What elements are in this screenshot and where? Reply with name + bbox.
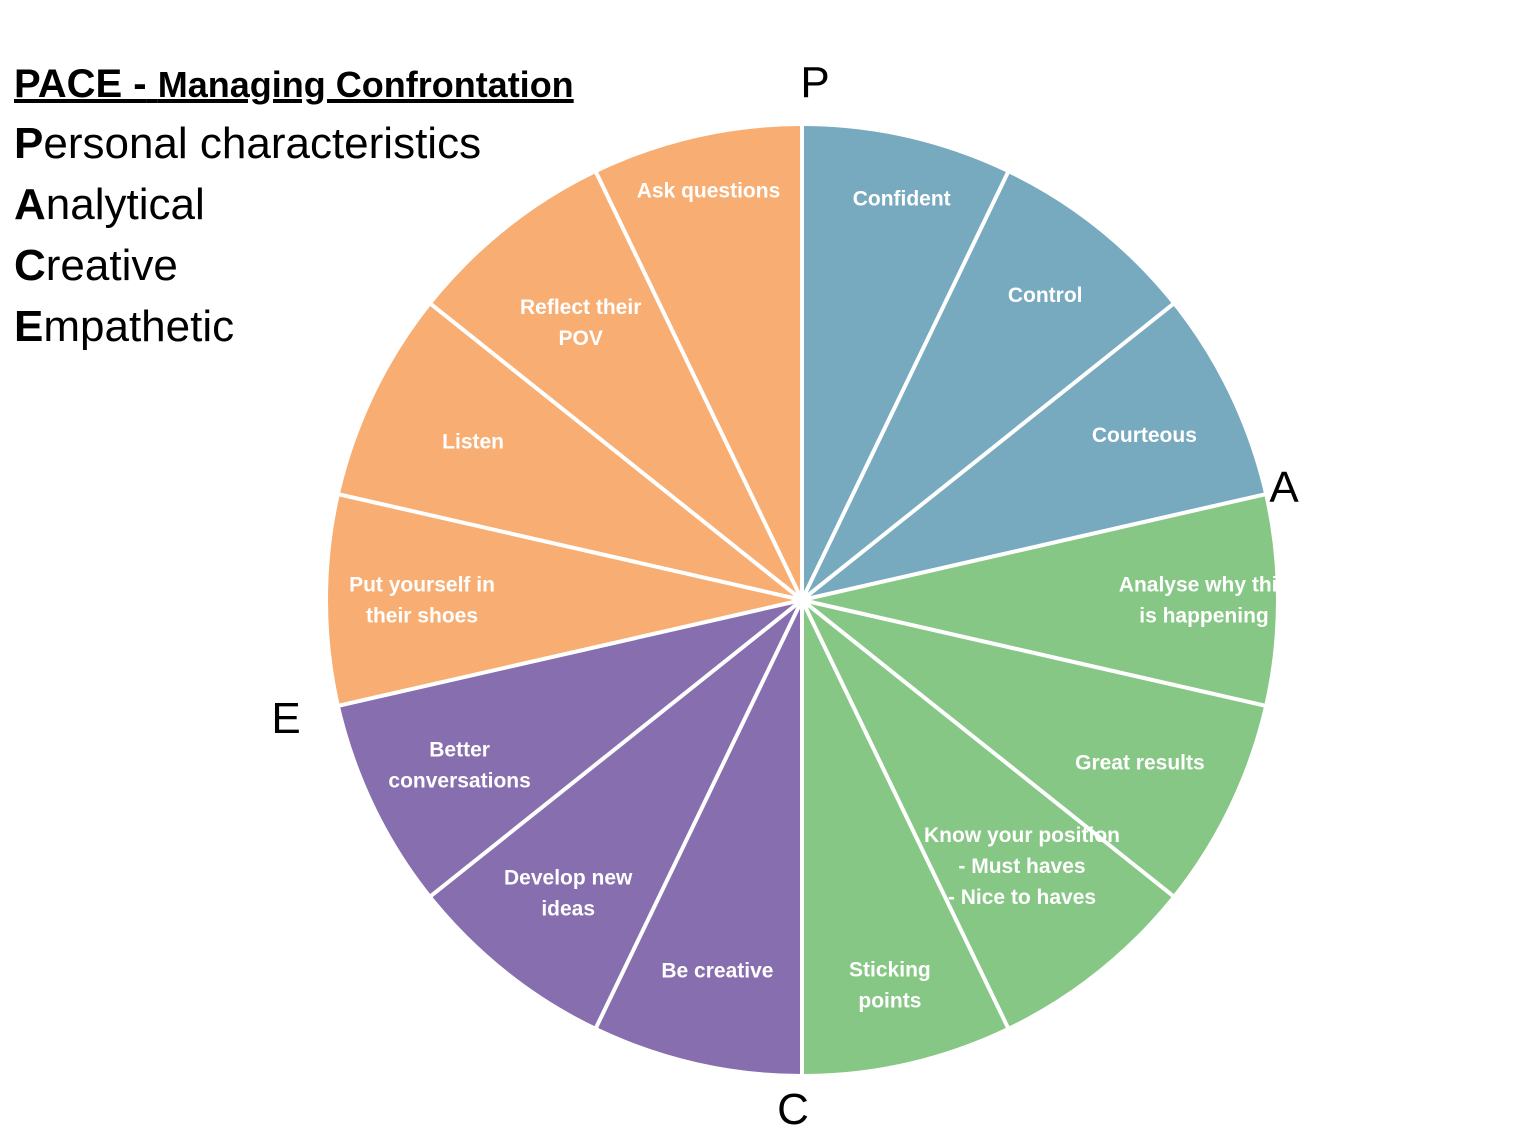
segment-label-line: ideas [541,898,595,921]
segment-label-line: Listen [442,431,504,454]
wheel-divider [801,492,1266,602]
segment-label: Sticking points [849,959,931,1013]
segment-label-line: Analyse why this [1119,574,1289,597]
wheel-segment-a [802,494,1278,706]
segment-label: Develop new ideas [504,867,633,921]
wheel-segment-a [802,600,1009,1075]
segment-label-line: is happening [1139,605,1269,628]
wheel-divider [800,302,1175,602]
segment-label: Better conversations [388,738,530,792]
acronym-initial: A [14,180,46,229]
segment-label-line: Sticking [849,959,931,982]
segment-label-line: Ask questions [637,180,781,203]
acronym-rest: ersonal characteristics [43,119,482,168]
segment-label-line: - Nice to haves [948,886,1096,909]
segment-label-line: Better [429,738,490,761]
wheel-outline [326,124,1278,1076]
wheel-segment-e [326,494,802,706]
segment-label-line: - Must haves [958,855,1085,878]
wheel-divider [800,171,1010,601]
segment-label-line: Confident [853,187,951,210]
wheel-divider [429,302,804,602]
acronym-line-c: Creative [14,235,574,296]
acronym-initial: E [14,302,44,351]
acronym-rest: reative [45,241,178,290]
wheel-letter-a: A [1269,463,1299,512]
page-title: PACE - Managing Confrontation [14,56,574,113]
wheel-divider [338,598,803,708]
segment-label-line: Be creative [661,960,773,983]
wheel-segment-a [802,600,1266,897]
wheel-segment-c [338,600,802,897]
segment-label: Analyse why this is happening [1119,574,1289,628]
acronym-line-e: Empathetic [14,296,574,357]
segment-label: Control [1008,284,1083,307]
wheel-divider [801,598,1266,708]
wheel-wedges [326,124,1278,1075]
wheel-letter-e: E [271,694,300,743]
wheel-divider [429,598,804,898]
wheel-divider [800,598,1175,898]
wheel-segment-p [802,303,1266,600]
wheel-segment-p [802,172,1174,600]
wheel-letter-p: P [800,58,829,107]
acronym-initial: C [14,241,46,290]
segment-label: Be creative [661,960,773,983]
segment-label-line: points [858,990,921,1013]
wheel-dividers [326,124,1278,1076]
heading-block: PACE - Managing Confrontation Personal c… [14,56,574,357]
acronym-initial: P [14,119,44,168]
segment-label: Courteous [1092,424,1197,447]
acronym-line-p: Personal characteristics [14,113,574,174]
wheel-segment-c [595,600,802,1075]
wheel-segment-c [430,600,802,1028]
segment-label-line: POV [559,327,603,350]
segment-label-line: Develop new [504,867,633,890]
segment-label: Know your position - Must haves - Nice to … [924,824,1120,909]
wheel-divider [594,599,804,1029]
title-main: PACE - [14,62,147,106]
wheel-divider [594,171,804,601]
wheel-segment-e [338,303,802,600]
acronym-rest: nalytical [45,180,205,229]
segment-label: Listen [442,431,504,454]
segment-label: Ask questions [637,180,781,203]
wheel-divider [338,492,803,602]
segment-label-line: Great results [1075,752,1205,775]
segment-label: Great results [1075,752,1205,775]
segment-label-line: Put yourself in [349,574,495,597]
wheel-divider [800,599,1010,1029]
segment-label-line: Courteous [1092,424,1197,447]
segment-label-line: conversations [388,769,530,792]
wheel-letter-c: C [777,1085,809,1134]
title-subtitle: Managing Confrontation [157,64,574,105]
acronym-line-a: Analytical [14,174,574,235]
wheel-segment-e [430,172,802,600]
wheel-segment-e [595,125,802,600]
segment-label-line: Control [1008,284,1083,307]
segment-label-line: Reflect their [520,296,641,319]
segment-label-line: their shoes [366,605,478,628]
segment-label: Put yourself in their shoes [349,574,495,628]
wheel-segment-p [802,124,1009,600]
wheel-segment-a [802,600,1174,1028]
segment-label: Confident [853,187,951,210]
segment-label-line: Know your position [924,824,1120,847]
acronym-rest: mpathetic [43,302,235,351]
